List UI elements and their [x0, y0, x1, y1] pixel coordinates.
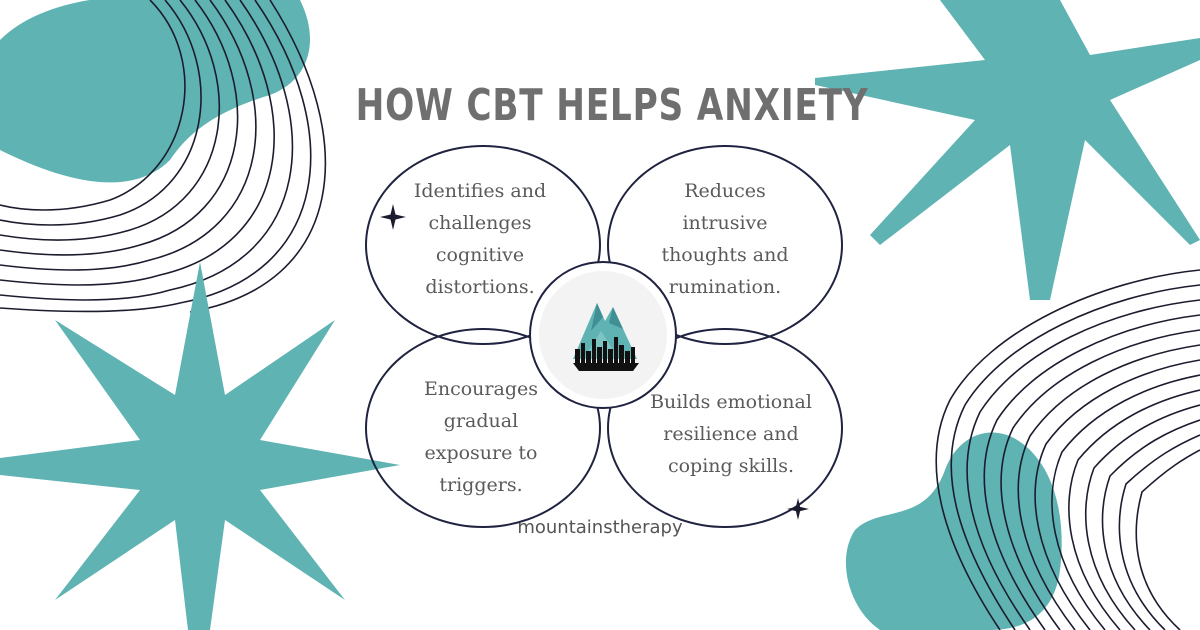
- benefit-circle-bottom-left: [365, 328, 601, 528]
- teal-blob-bottom-right: [845, 432, 1062, 630]
- wavy-lines-top-left: [0, 0, 327, 313]
- mountain-city-logo-icon: [573, 303, 639, 371]
- benefit-circle-bottom-right: [607, 328, 843, 528]
- benefit-text-gradual-exposure: Encourages gradual exposure to triggers.: [424, 378, 538, 496]
- benefit-text-intrusive-thoughts: Reduces intrusive thoughts and ruminatio…: [661, 180, 789, 298]
- brand-handle: mountainstherapy: [517, 517, 683, 538]
- page-title: HOW CBT HELPS ANXIETY: [355, 80, 869, 131]
- benefit-text-emotional-resilience: Builds emotional resilience and coping s…: [650, 391, 812, 477]
- wavy-lines-bottom-right: [935, 269, 1200, 630]
- teal-star-bottom-left: [0, 262, 400, 630]
- teal-star-top-right: [815, 0, 1200, 300]
- benefit-text-cognitive-distortions: Identifies and challenges cognitive dist…: [413, 180, 547, 298]
- sparkle-icon: [787, 498, 809, 520]
- center-logo-circle: [529, 261, 677, 409]
- sparkle-icon: [380, 204, 406, 230]
- teal-blob-top-left: [0, 0, 310, 183]
